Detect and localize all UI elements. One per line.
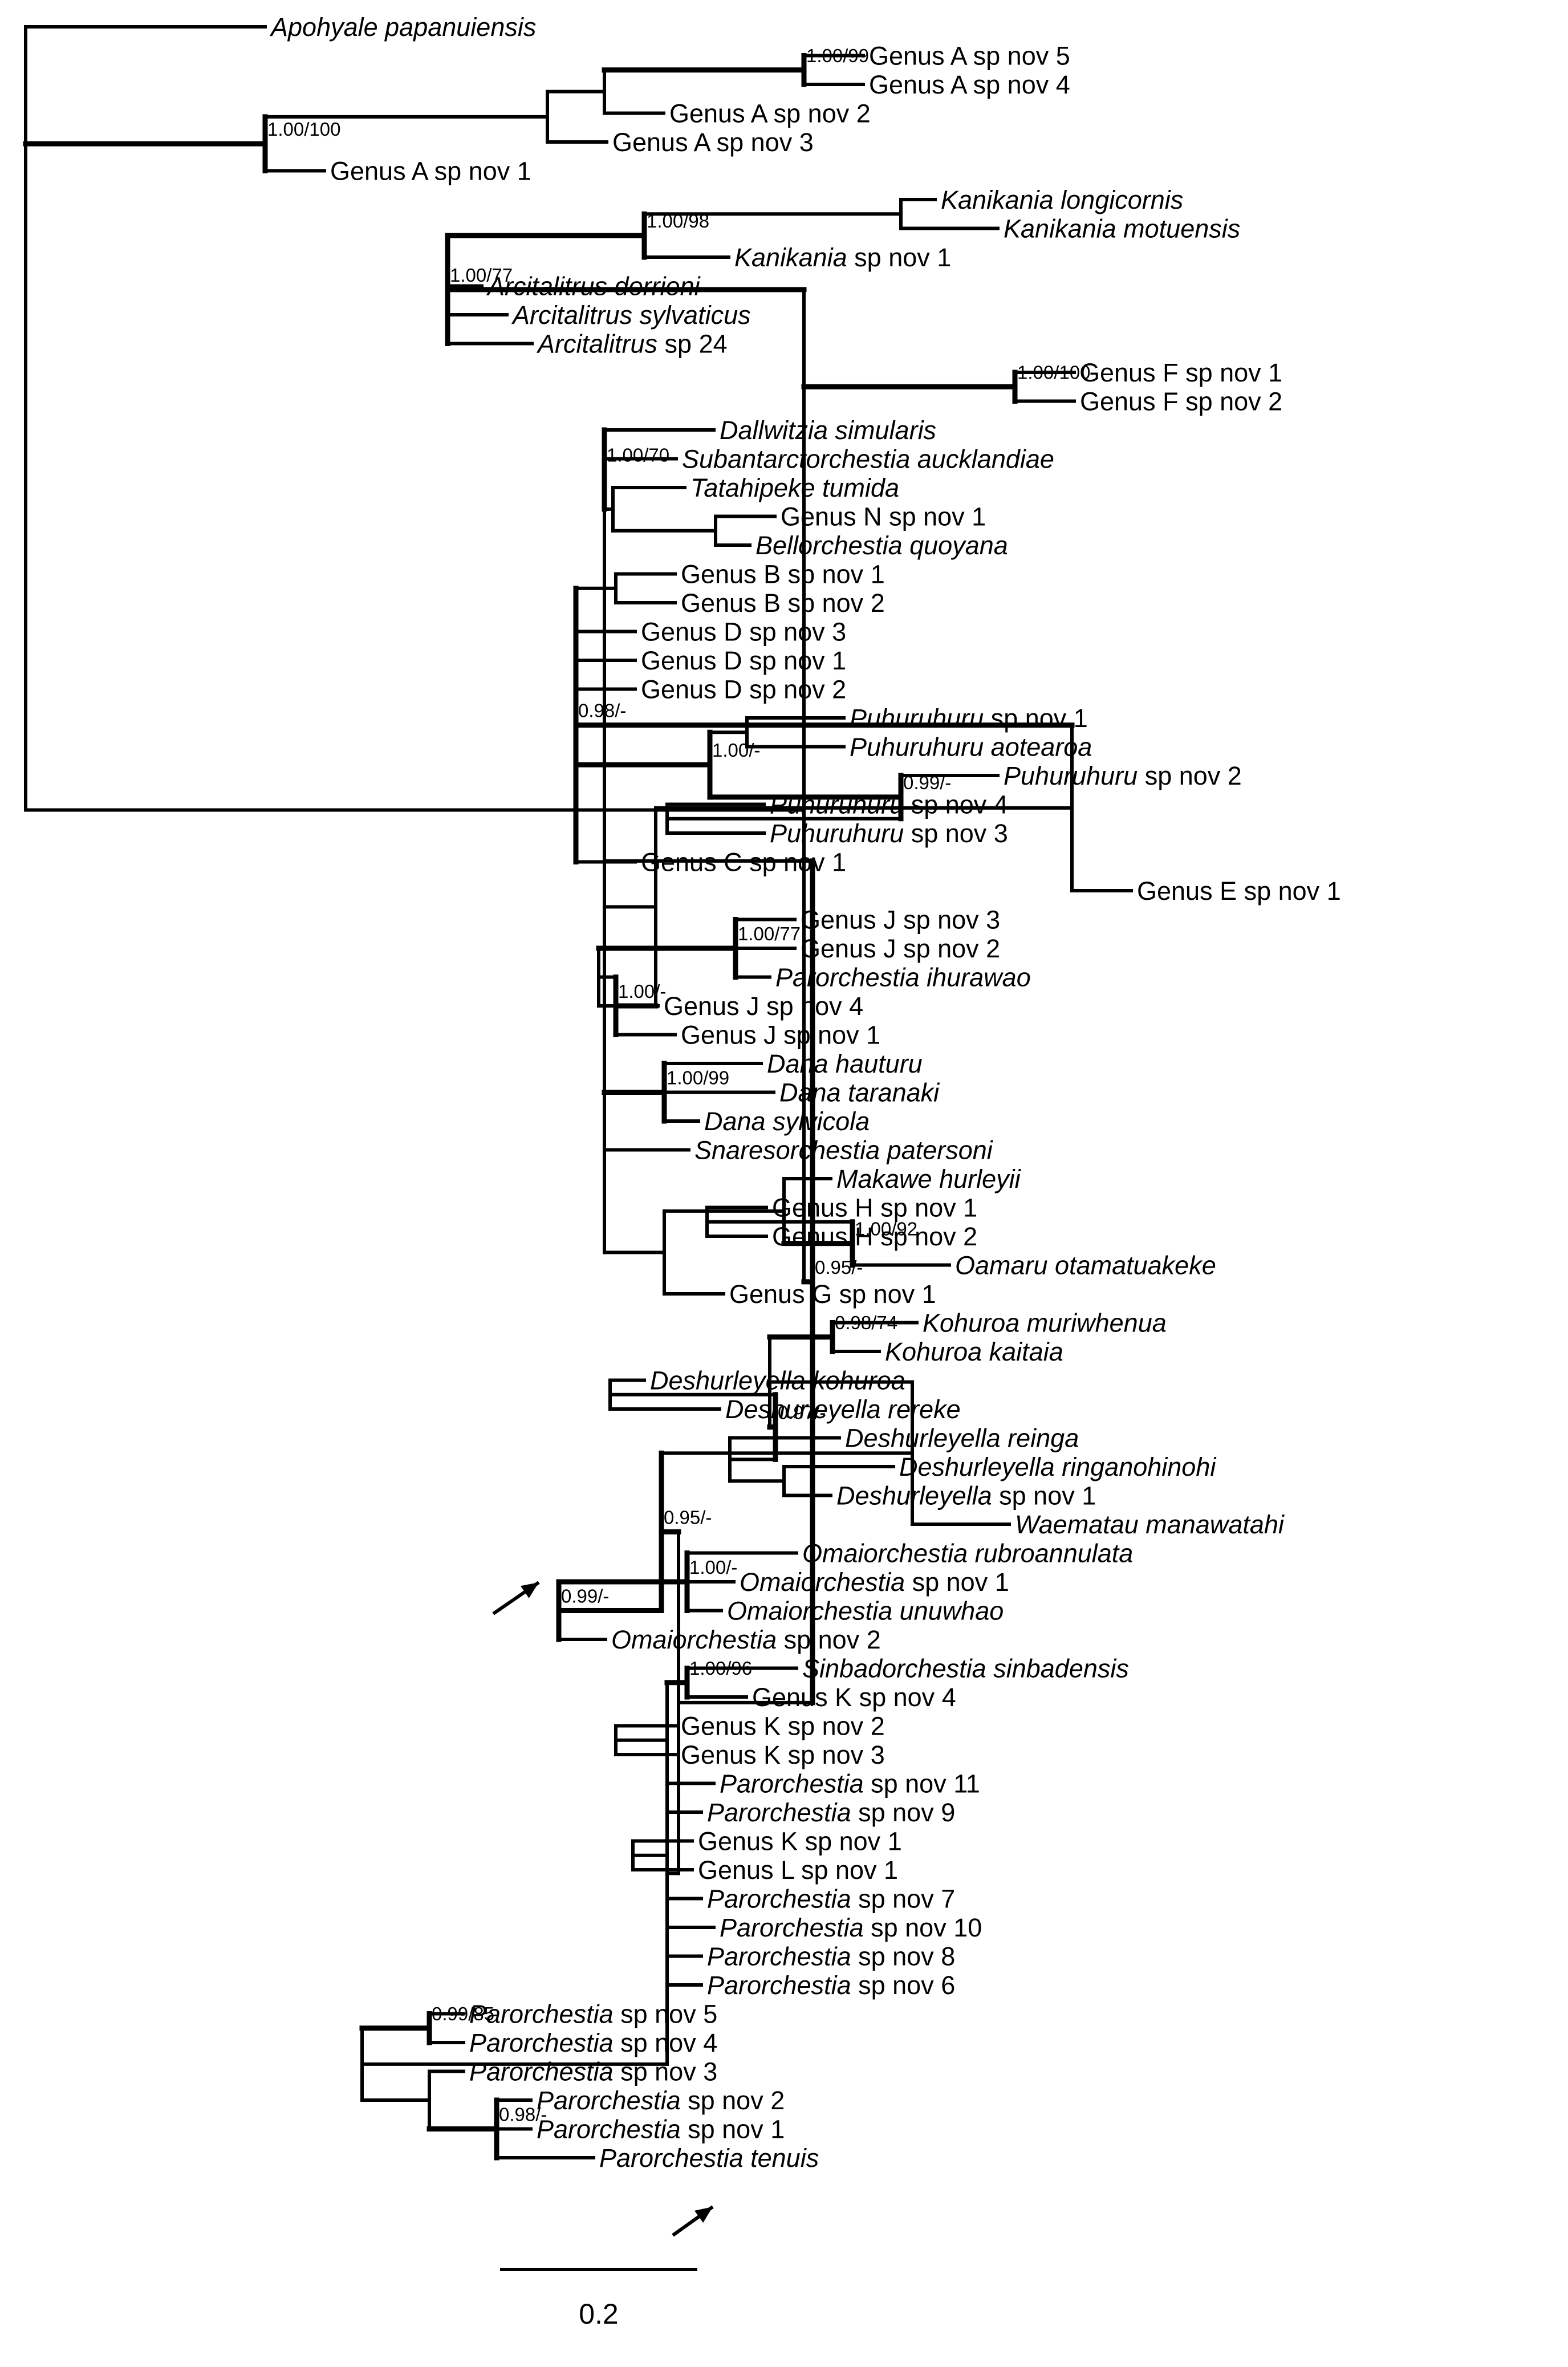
support-value: 1.00/77 (450, 265, 513, 286)
support-value: 0.95/- (815, 1257, 863, 1278)
support-value: 1.00/70 (607, 444, 669, 465)
support-value: 0.98/- (578, 700, 626, 721)
taxon-label: Genus D sp nov 1 (641, 646, 846, 675)
taxon-label: Parorchestia tenuis (599, 2143, 819, 2173)
taxon-label: Makawe hurleyii (836, 1164, 1022, 1193)
taxon-label: Parorchestia sp nov 3 (469, 2057, 717, 2086)
taxon-label: Parorchestia sp nov 4 (469, 2028, 717, 2057)
taxon-label: Deshurleyella ringanohinohi (899, 1452, 1217, 1481)
scale-bar-label: 0.2 (579, 2298, 619, 2330)
support-value: 1.00/- (618, 981, 666, 1002)
taxon-label: Genus C sp nov 1 (641, 848, 846, 877)
taxon-label: Parorchestia ihurawao (775, 963, 1031, 992)
taxon-label: Puhuruhuru aotearoa (850, 733, 1092, 762)
taxon-label: Omaiorchestia sp nov 2 (611, 1625, 881, 1654)
taxon-label: Genus F sp nov 2 (1080, 387, 1282, 416)
taxon-label: Puhuruhuru sp nov 3 (770, 819, 1008, 848)
support-value: 1.00/77 (738, 923, 801, 944)
taxon-label: Genus A sp nov 2 (669, 99, 871, 128)
taxon-label: Genus J sp nov 4 (664, 992, 863, 1021)
taxon-label: Dana hauturu (767, 1049, 923, 1078)
taxon-label: Parorchestia sp nov 11 (720, 1769, 980, 1798)
taxon-label: Arcitalitrus sylvaticus (511, 301, 751, 330)
taxon-label: Kanikania sp nov 1 (734, 243, 951, 272)
taxon-label: Parorchestia sp nov 5 (469, 2000, 717, 2029)
taxon-label: Genus L sp nov 1 (698, 1856, 898, 1885)
taxon-label: Dana taranaki (779, 1078, 940, 1107)
taxon-label: Deshurleyella rereke (725, 1395, 961, 1424)
taxon-label: Genus H sp nov 1 (772, 1193, 977, 1223)
taxon-label: Genus K sp nov 2 (681, 1712, 885, 1741)
support-value: 0.97/- (778, 1402, 826, 1423)
taxon-label: Parorchestia sp nov 9 (707, 1798, 955, 1827)
support-value: 1.00/92 (855, 1219, 917, 1240)
taxon-label: Dana sylvicola (704, 1107, 870, 1136)
taxon-label: Bellorchestia quoyana (755, 531, 1008, 560)
taxon-label: Deshurleyella sp nov 1 (836, 1481, 1096, 1511)
taxon-label: Genus H sp nov 2 (772, 1222, 977, 1251)
taxon-label: Puhuruhuru sp nov 2 (1004, 761, 1242, 790)
support-value: 0.99/- (561, 1586, 609, 1607)
support-value: 1.00/- (712, 740, 760, 761)
taxon-label: Kanikania longicornis (941, 185, 1183, 214)
taxon-label: Omaiorchestia unuwhao (727, 1597, 1004, 1626)
taxon-label: Tatahipeke tumida (690, 473, 899, 502)
taxon-label: Genus A sp nov 1 (330, 157, 531, 186)
taxon-label: Arcitalitrus sp 24 (536, 330, 728, 359)
taxon-label: Parorchestia sp nov 10 (720, 1913, 982, 1942)
taxon-label: Genus K sp nov 1 (698, 1827, 902, 1856)
taxon-label: Parorchestia sp nov 8 (707, 1942, 955, 1971)
taxon-label: Apohyale papanuiensis (269, 13, 536, 42)
taxon-label: Genus G sp nov 1 (729, 1280, 936, 1309)
taxon-label: Parorchestia sp nov 1 (537, 2115, 785, 2144)
taxon-label: Genus B sp nov 2 (681, 588, 885, 618)
taxon-label: Omaiorchestia sp nov 1 (740, 1568, 1009, 1597)
support-value: 0.95/- (664, 1507, 712, 1528)
taxon-label: Kohuroa kaitaia (885, 1337, 1063, 1366)
taxon-label: Genus D sp nov 3 (641, 618, 846, 647)
taxon-label: Genus A sp nov 4 (869, 70, 1070, 99)
pointer-arrowhead (520, 1582, 539, 1598)
taxon-label: Genus F sp nov 1 (1080, 358, 1282, 387)
taxon-label: Genus K sp nov 3 (681, 1740, 885, 1769)
taxon-label: Genus J sp nov 1 (681, 1021, 880, 1050)
support-value: 1.00/99 (667, 1067, 729, 1089)
taxon-label: Arcitalitrus dorrieni (486, 272, 701, 301)
taxon-label: Genus E sp nov 1 (1137, 876, 1341, 906)
taxon-label: Dallwitzia simularis (720, 416, 936, 445)
taxon-label: Parorchestia sp nov 6 (707, 1971, 955, 2000)
taxon-label: Genus N sp nov 1 (781, 502, 986, 531)
taxon-label: Genus J sp nov 3 (801, 906, 1000, 935)
taxon-label: Genus A sp nov 3 (612, 128, 814, 157)
taxon-label: Genus A sp nov 5 (869, 42, 1070, 71)
taxon-label: Omaiorchestia rubroannulata (802, 1539, 1133, 1568)
taxon-label: Genus J sp nov 2 (801, 934, 1000, 963)
taxon-label: Genus D sp nov 2 (641, 675, 846, 704)
taxon-label: Genus B sp nov 1 (681, 560, 885, 589)
taxon-label: Kohuroa muriwhenua (923, 1309, 1167, 1338)
taxon-label: Subantarctorchestia aucklandiae (682, 445, 1054, 474)
support-value: 1.00/- (689, 1557, 737, 1578)
taxon-label: Deshurleyella reinga (845, 1424, 1079, 1453)
taxon-label: Snaresorchestia patersoni (694, 1136, 994, 1165)
taxon-label: Puhuruhuru sp nov 1 (850, 704, 1088, 733)
pointer-arrowhead (694, 2207, 713, 2223)
taxon-label: Parorchestia sp nov 7 (707, 1885, 955, 1914)
taxon-label: Genus K sp nov 4 (752, 1683, 956, 1712)
support-value: 0.98/- (499, 2104, 547, 2125)
taxon-label: Puhuruhuru sp nov 4 (770, 790, 1008, 819)
taxon-label: Sinbadorchestia sinbadensis (802, 1654, 1129, 1683)
taxon-label: Oamaru otamatuakeke (955, 1251, 1216, 1280)
support-value: 1.00/100 (267, 119, 340, 140)
taxon-label: Waematau manawatahi (1015, 1510, 1285, 1539)
taxon-label: Deshurleyella kohuroa (650, 1366, 905, 1395)
taxon-label: Parorchestia sp nov 2 (537, 2086, 785, 2115)
taxon-label: Kanikania motuensis (1004, 214, 1240, 243)
